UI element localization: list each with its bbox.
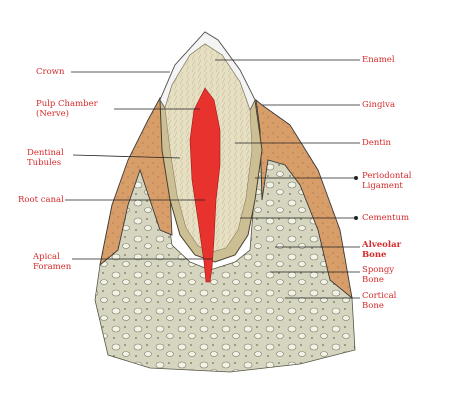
label-pulp-chamber-2: (Nerve) bbox=[36, 109, 69, 119]
leader-dot-cementum bbox=[354, 216, 358, 220]
label-periodontal-ligament-1: Periodontal bbox=[362, 171, 412, 181]
label-dentinal-tubules-2: Tubules bbox=[27, 158, 62, 168]
label-gingiva: Gingiva bbox=[362, 100, 396, 110]
gingiva-right-shape bbox=[255, 98, 353, 300]
label-periodontal-ligament-2: Ligament bbox=[362, 181, 403, 191]
leader-dot-periodontal bbox=[354, 176, 358, 180]
label-dentin: Dentin bbox=[362, 138, 391, 148]
label-spongy-bone-2: Bone bbox=[362, 275, 384, 285]
label-apical-foramen-2: Foramen bbox=[33, 262, 72, 272]
label-cortical-bone-2: Bone bbox=[362, 301, 384, 311]
label-spongy-bone-1: Spongy bbox=[362, 265, 395, 275]
label-enamel: Enamel bbox=[362, 55, 395, 65]
label-root-canal: Root canal bbox=[18, 195, 64, 205]
pulp-shape bbox=[189, 87, 221, 283]
label-apical-foramen-1: Apical bbox=[33, 252, 60, 262]
leader-dentinal-tubules bbox=[72, 154, 181, 159]
label-pulp-chamber-1: Pulp Chamber bbox=[36, 99, 98, 109]
label-cementum: Cementum bbox=[362, 213, 410, 223]
label-alveolar-bone-1: Alveolar bbox=[362, 240, 402, 250]
label-dentinal-tubules-1: Dentinal bbox=[27, 148, 64, 158]
label-cortical-bone-1: Cortical bbox=[362, 291, 397, 301]
leader-lines bbox=[65, 59, 360, 299]
gingiva-left-shape bbox=[99, 96, 173, 267]
label-alveolar-bone-2: Bone bbox=[362, 250, 387, 260]
label-crown: Crown bbox=[36, 67, 65, 77]
